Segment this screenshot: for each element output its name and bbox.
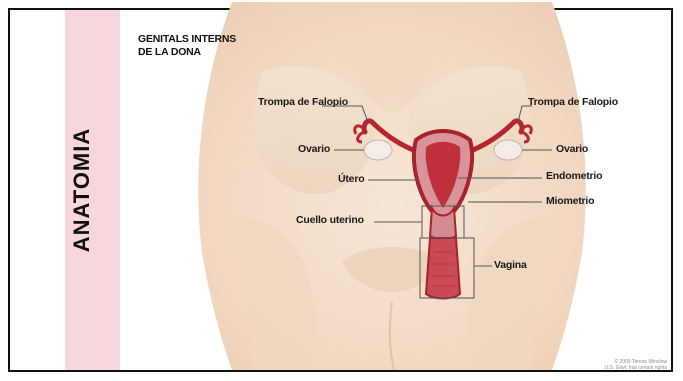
title-line-2: DE LA DONA bbox=[138, 46, 236, 59]
side-label: ANATOMIA bbox=[69, 128, 95, 253]
left-ovary bbox=[364, 140, 392, 160]
credit-line-2: U.S. Govt. has certain rights bbox=[604, 365, 667, 371]
label-vagina: Vagina bbox=[494, 259, 527, 271]
right-ovary bbox=[494, 140, 522, 160]
vagina bbox=[426, 238, 460, 299]
label-ovary-right: Ovario bbox=[556, 143, 588, 155]
label-uterus: Útero bbox=[338, 173, 364, 185]
label-fallopian-left: Trompa de Falopio bbox=[258, 96, 348, 108]
label-myometrium: Miometrio bbox=[546, 195, 594, 207]
label-cervix: Cuello uterino bbox=[296, 214, 364, 226]
label-endometrium: Endometrio bbox=[546, 170, 602, 182]
page-title: GENITALS INTERNS DE LA DONA bbox=[138, 33, 236, 59]
title-line-1: GENITALS INTERNS bbox=[138, 33, 236, 46]
image-credit: © 2009 Terese Winslow U.S. Govt. has cer… bbox=[604, 359, 667, 371]
label-ovary-left: Ovario bbox=[298, 143, 330, 155]
label-fallopian-right: Trompa de Falopio bbox=[528, 96, 618, 108]
